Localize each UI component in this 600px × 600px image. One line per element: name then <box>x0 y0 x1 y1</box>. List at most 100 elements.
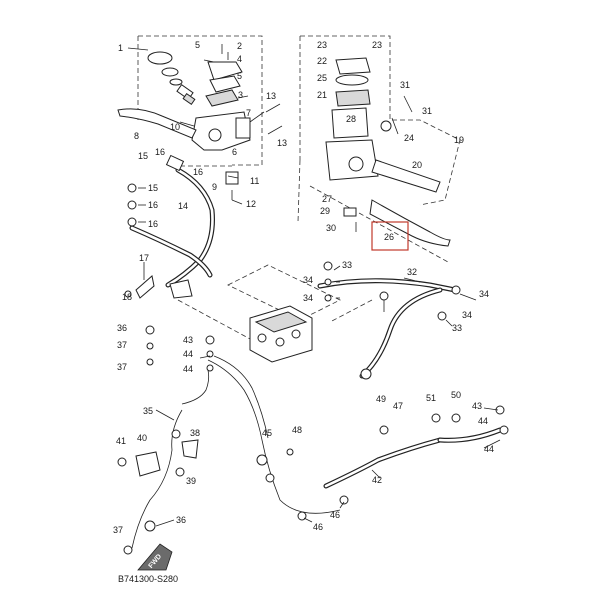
callout-23a: 23 <box>317 40 327 50</box>
callout-27: 27 <box>322 194 332 204</box>
group-boundary-right <box>299 35 461 206</box>
right-master-cylinder-group <box>297 35 461 263</box>
callout-23b: 23 <box>372 40 382 50</box>
callout-49: 49 <box>376 394 386 404</box>
callout-43a: 43 <box>183 335 193 345</box>
callout-19: 19 <box>454 135 464 145</box>
cap-part-right <box>335 57 371 75</box>
reservoir-cap-part <box>207 61 243 81</box>
callout-22: 22 <box>317 56 327 66</box>
callout-9: 9 <box>212 182 217 192</box>
banjo-port-part <box>208 128 222 142</box>
callout-44c: 44 <box>478 416 488 426</box>
callout-1: 1 <box>118 43 123 53</box>
callout-8: 8 <box>134 131 139 141</box>
guide-line-right <box>309 185 449 263</box>
callout-42: 42 <box>372 475 382 485</box>
callout-51: 51 <box>426 393 436 403</box>
callout-12: 12 <box>246 199 256 209</box>
callout-26: 26 <box>384 232 394 242</box>
callout-15b: 15 <box>148 183 158 193</box>
brake-lever-left <box>117 108 197 139</box>
spring-part <box>182 92 196 106</box>
callout-34d: 34 <box>462 310 472 320</box>
diaphragm-part <box>147 51 173 65</box>
callout-37a: 37 <box>117 340 127 350</box>
piston-kit-part <box>371 159 441 193</box>
callout-39: 39 <box>186 476 196 486</box>
callout-13b: 13 <box>277 138 287 148</box>
callout-45: 45 <box>262 428 272 438</box>
reservoir-body-right <box>331 107 369 139</box>
callout-44a: 44 <box>183 349 193 359</box>
callout-20: 20 <box>412 160 422 170</box>
callout-33b: 33 <box>452 323 462 333</box>
callout-4: 4 <box>237 54 242 64</box>
callout-16b: 16 <box>193 167 203 177</box>
callout-37b: 37 <box>117 362 127 372</box>
callout-16a: 16 <box>155 147 165 157</box>
callout-24: 24 <box>404 133 414 143</box>
callout-31b: 31 <box>422 106 432 116</box>
diaphragm-right <box>335 89 371 107</box>
fwd-arrow-icon: FWD <box>137 543 173 571</box>
callout-28: 28 <box>346 114 356 124</box>
abs-unit-group <box>177 264 373 363</box>
callout-50: 50 <box>451 390 461 400</box>
callout-33a: 33 <box>342 260 352 270</box>
callout-41: 41 <box>116 436 126 446</box>
callout-2: 2 <box>237 41 242 51</box>
highlight-box-part-26 <box>371 221 409 251</box>
group-boundary-left <box>137 35 263 166</box>
callout-29: 29 <box>320 206 330 216</box>
fittings <box>117 261 509 555</box>
callout-30: 30 <box>326 223 336 233</box>
leader-lines <box>127 47 501 527</box>
brake-lever-right <box>369 199 451 247</box>
callout-11: 11 <box>250 176 259 186</box>
callout-34a: 34 <box>303 275 313 285</box>
callout-15a: 15 <box>138 151 148 161</box>
callout-47: 47 <box>393 401 403 411</box>
callout-48: 48 <box>292 425 302 435</box>
callout-31a: 31 <box>400 80 410 90</box>
callout-32: 32 <box>407 267 417 277</box>
callout-34c: 34 <box>479 289 489 299</box>
brake-pipes <box>131 278 503 549</box>
callout-35: 35 <box>143 406 153 416</box>
callout-14: 14 <box>178 201 188 211</box>
callout-18: 18 <box>122 292 132 302</box>
callout-36a: 36 <box>117 323 127 333</box>
callout-45-44: 44 <box>484 444 494 454</box>
callout-7: 7 <box>246 108 251 118</box>
seal-part <box>161 67 179 77</box>
diagram-code: B741300-S280 <box>118 574 178 584</box>
callout-10: 10 <box>170 122 180 132</box>
callout-16d: 16 <box>148 219 158 229</box>
callout-46b: 46 <box>330 510 340 520</box>
callout-40: 40 <box>137 433 147 443</box>
callout-13a: 13 <box>266 91 276 101</box>
callout-44b: 44 <box>183 364 193 374</box>
callout-21: 21 <box>317 90 327 100</box>
callout-16c: 16 <box>148 200 158 210</box>
callout-43b: 43 <box>472 401 482 411</box>
callout-17: 17 <box>139 253 149 263</box>
callout-5a: 5 <box>195 40 200 50</box>
callout-37c: 37 <box>113 525 123 535</box>
callout-46a: 46 <box>313 522 323 532</box>
diaphragm-holder-part <box>205 89 239 107</box>
callout-labels: 1 2 3 4 5 5 6 7 8 9 10 11 12 13 13 14 15… <box>113 40 494 535</box>
abs-guide-frame <box>227 264 341 321</box>
group-boundary-right-lower <box>297 159 301 223</box>
callout-5b: 5 <box>237 71 242 81</box>
cap-plate-part <box>209 75 241 93</box>
callout-3: 3 <box>238 90 243 100</box>
callout-36b: 36 <box>176 515 186 525</box>
left-master-cylinder-group <box>117 35 283 288</box>
callout-38: 38 <box>190 428 200 438</box>
callout-34b: 34 <box>303 293 313 303</box>
washer-part <box>169 78 183 86</box>
